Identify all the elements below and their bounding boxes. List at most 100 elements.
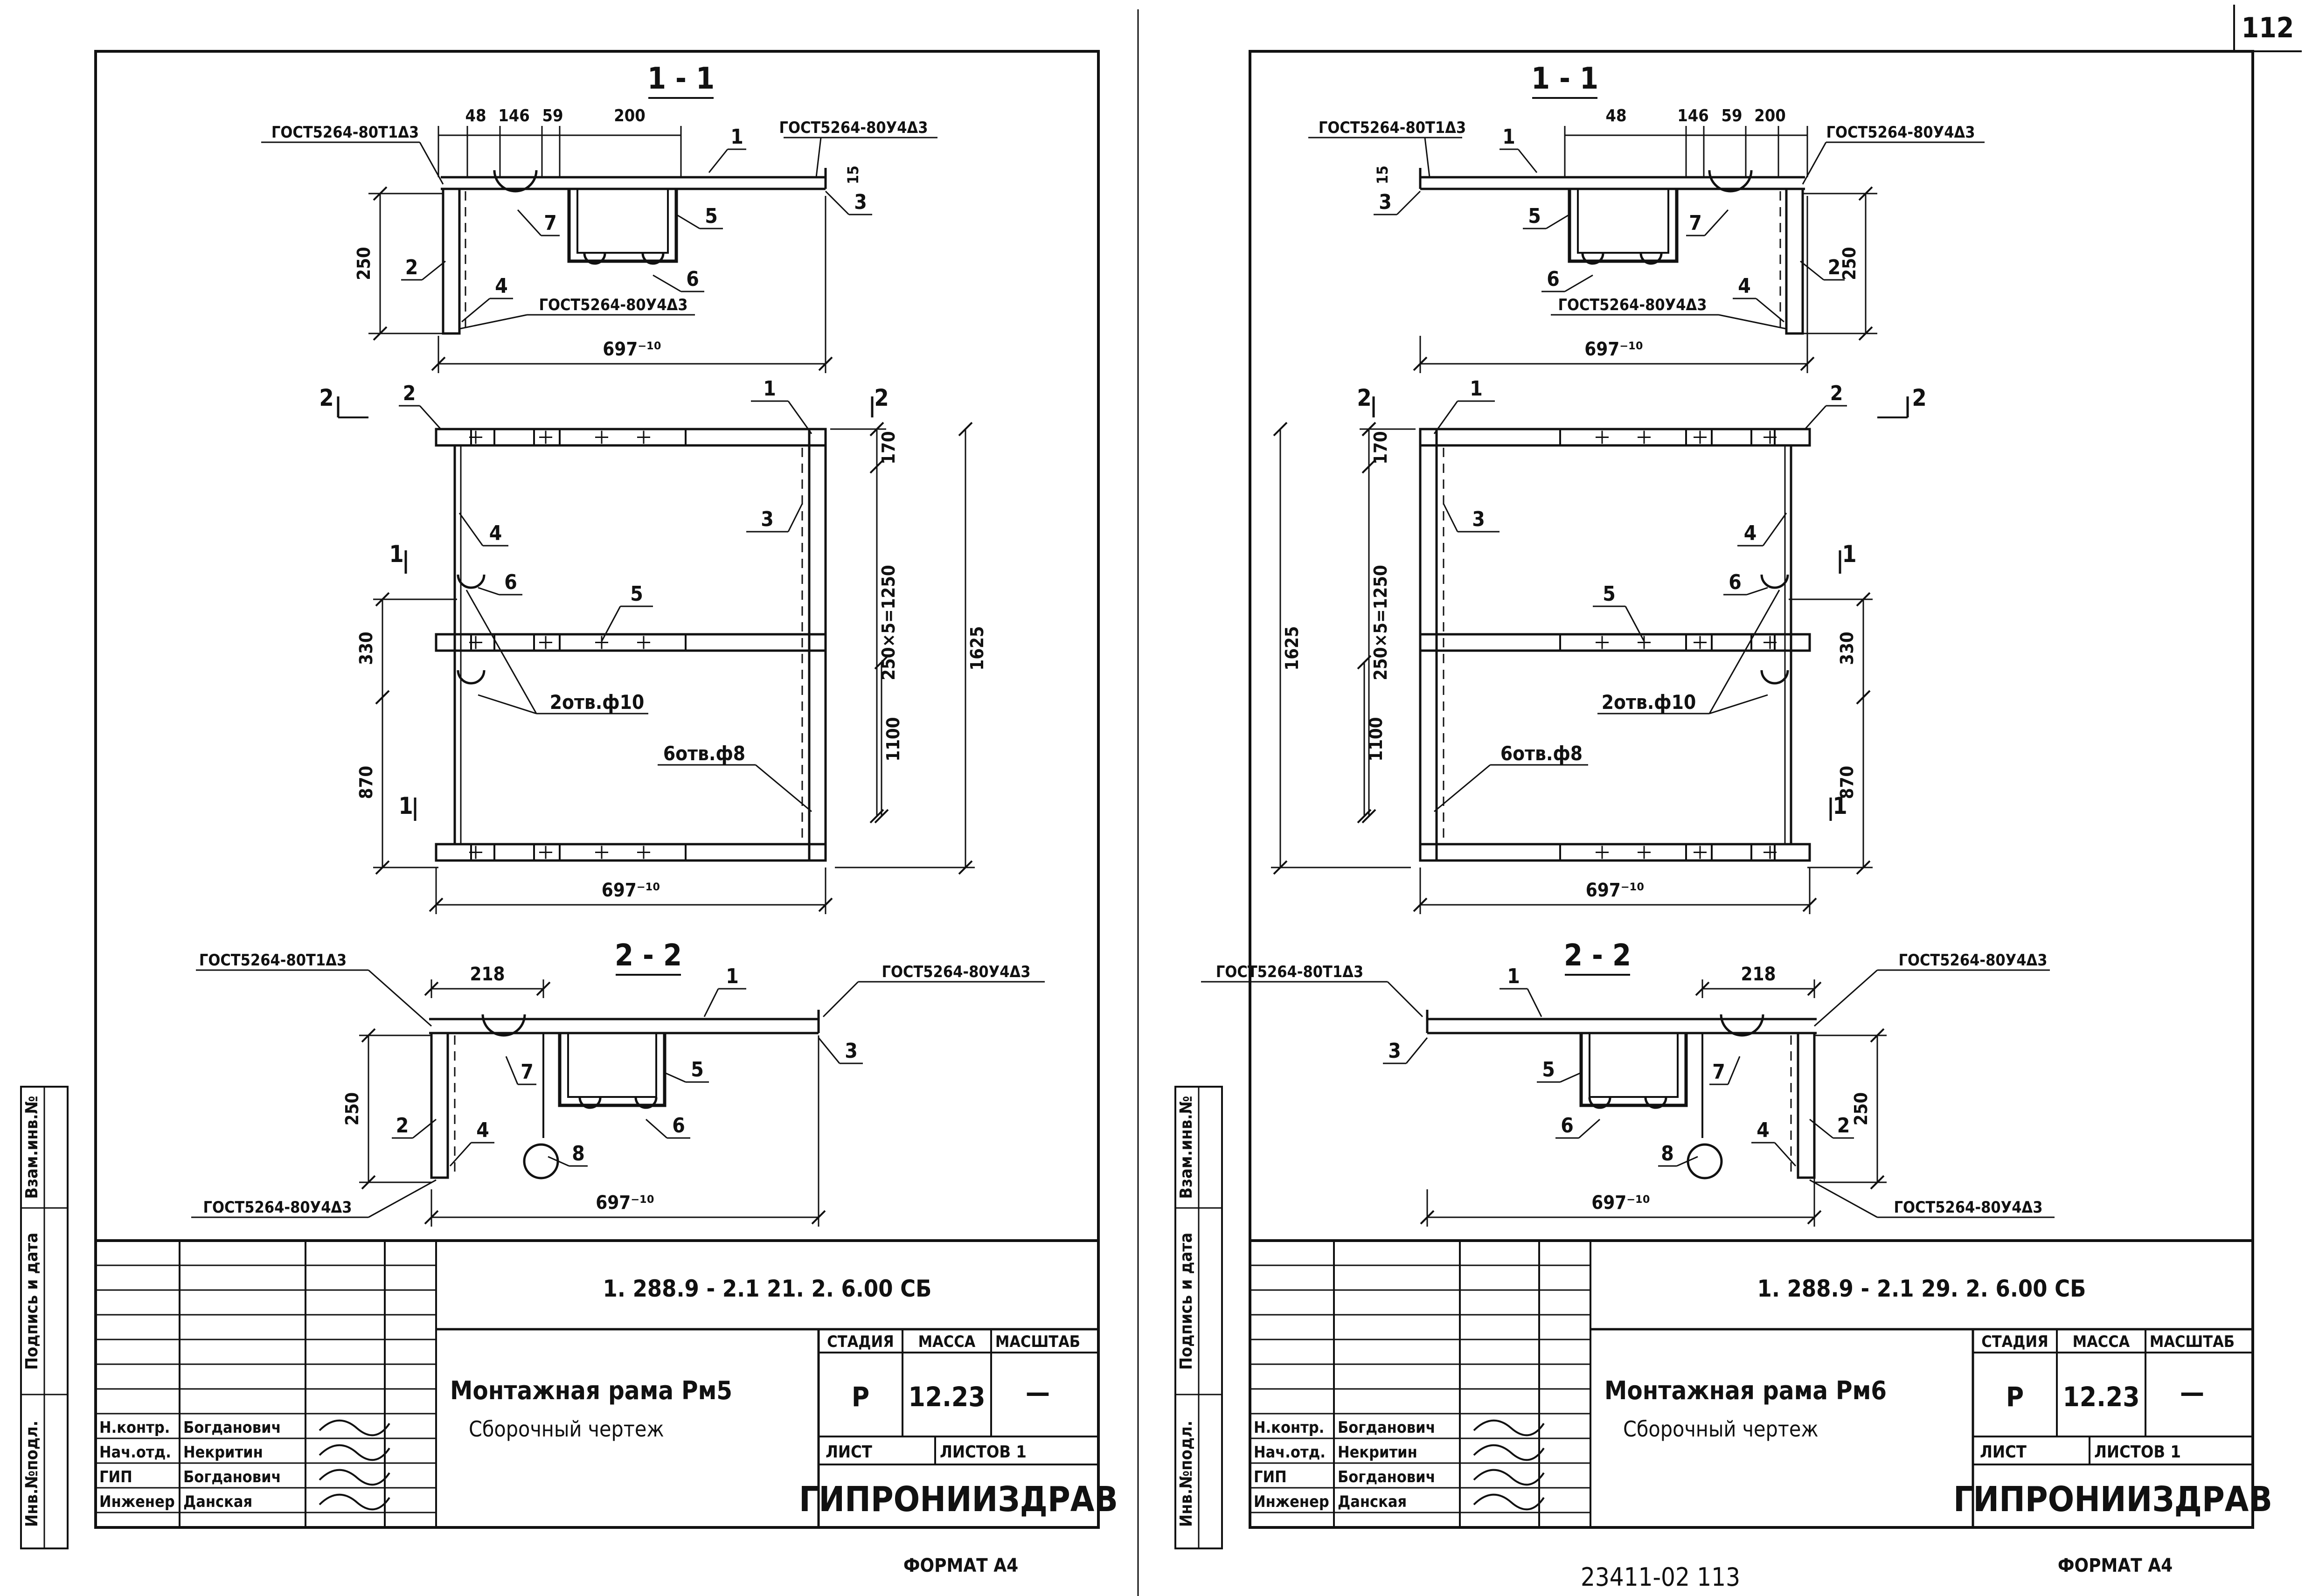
callout-7: 7 [1689, 211, 1702, 235]
gost-weld-left: ГОСТ5264-80Т1Δ3 [199, 951, 347, 970]
signature [1473, 1469, 1545, 1486]
dim-tick [1273, 422, 1288, 437]
leader-line [822, 981, 859, 1018]
dim-tick [1361, 809, 1376, 824]
person-name: Данская [1338, 1492, 1407, 1511]
channel-inner [1577, 189, 1669, 254]
drawing-subtitle: Сборочный чертеж [469, 1416, 664, 1442]
drawing-code: 1. 288.9 - 2.1 21. 2. 6.00 СБ [603, 1275, 932, 1302]
hook-loop [1644, 1097, 1667, 1109]
leader-line [1560, 1072, 1582, 1083]
cut-mark-2: 2 [874, 384, 889, 411]
callout-1: 1 [1502, 125, 1515, 149]
dim-330: 330 [356, 631, 376, 665]
leader-line [1756, 298, 1784, 323]
callout-2: 2 [405, 256, 418, 279]
role-label: Инженер [99, 1492, 175, 1511]
hook-loop [481, 1014, 526, 1037]
dim-59: 59 [542, 106, 563, 125]
leader-line [1625, 606, 1645, 642]
leader-line [664, 1072, 686, 1083]
person-name: Богданович [183, 1418, 281, 1437]
leader-line [646, 1118, 667, 1139]
leader-line [787, 401, 812, 434]
leader-line [368, 969, 432, 1027]
leader-line [1800, 260, 1824, 281]
mass-label: МАССА [918, 1332, 976, 1351]
leader-line [548, 1156, 569, 1167]
callout-5: 5 [1528, 204, 1541, 228]
dim-tick [818, 897, 833, 912]
signature [319, 1469, 390, 1486]
dim-1625: 1625 [967, 626, 987, 670]
format-label: ФОРМАТ А4 [903, 1555, 1018, 1576]
dim-146: 146 [498, 106, 530, 125]
leader-line [825, 190, 850, 215]
dim-tick [811, 1210, 826, 1225]
dim-870: 870 [1837, 766, 1857, 799]
leader-line [1804, 405, 1827, 430]
stage-value: Р [852, 1381, 869, 1413]
leader-line [676, 214, 700, 229]
leader-line [419, 405, 442, 430]
dim-59: 146 [1677, 106, 1709, 125]
callout-2: 2 [1837, 1114, 1850, 1138]
leader-line [1774, 1142, 1797, 1167]
channel-section [558, 1033, 667, 1107]
leader-line [1546, 214, 1570, 229]
dim-tick [424, 1210, 439, 1225]
dim-200: 200 [614, 106, 646, 125]
dim-48: 48 [465, 106, 486, 125]
dim-697: 697⁻¹⁰ [603, 339, 661, 360]
leader-line [703, 988, 719, 1017]
person-name: Богданович [1338, 1418, 1436, 1437]
dim-1100: 1100 [883, 717, 903, 761]
person-name: Данская [183, 1492, 252, 1511]
callout-7: 7 [521, 1060, 534, 1084]
callout-5: 5 [691, 1058, 704, 1082]
signature [319, 1419, 390, 1436]
organization-name: ГИПРОНИИЗДРАВ [1953, 1479, 2272, 1520]
callout-5: 5 [1603, 582, 1616, 606]
callout-4: 4 [1757, 1118, 1770, 1142]
callout-7: 7 [1712, 1060, 1725, 1084]
dim-tick [818, 356, 833, 371]
leader-line [601, 606, 621, 642]
leader-line [478, 694, 537, 715]
dim-15: 15 [844, 166, 862, 184]
callout-8: 8 [572, 1142, 585, 1166]
dim-tick [1361, 422, 1376, 437]
leader-line [1433, 401, 1458, 434]
leader-line [1396, 190, 1421, 215]
callout-2: 2 [1830, 382, 1843, 405]
hook-loop [457, 574, 486, 589]
callout-6: 6 [672, 1114, 685, 1138]
gost-weld-bottom: ГОСТ5264-80У4Δ3 [539, 296, 687, 314]
hook-loop [1720, 1014, 1764, 1037]
leader-line [815, 137, 822, 178]
signature [1473, 1493, 1545, 1511]
person-name: Некритин [183, 1443, 263, 1462]
dim-250: 250 [1851, 1092, 1871, 1125]
scale-value: — [1026, 1376, 1050, 1408]
leader-line [1814, 969, 1878, 1027]
dim-697: 697⁻¹⁰ [1584, 339, 1643, 360]
side-stamp-inv: Инв.№подл. [22, 1421, 42, 1527]
callout-4: 4 [489, 521, 502, 545]
callout-1: 1 [763, 377, 776, 401]
gost-weld-bottom: ГОСТ5264-80У4Δ3 [1894, 1198, 2042, 1217]
sheets-count: ЛИСТОВ 1 [940, 1443, 1027, 1462]
leader-line [755, 764, 812, 812]
leader-line [1802, 142, 1827, 185]
dim-tick [429, 897, 444, 912]
callout-2: 2 [403, 382, 416, 405]
hook-loop [1639, 253, 1663, 265]
mass-value: 12.23 [908, 1381, 985, 1413]
leader-line [1676, 1156, 1698, 1167]
side-stamp-inv: Инв.№подл. [1177, 1421, 1196, 1527]
drawing-name: Монтажная рама Рм5 [450, 1376, 732, 1405]
